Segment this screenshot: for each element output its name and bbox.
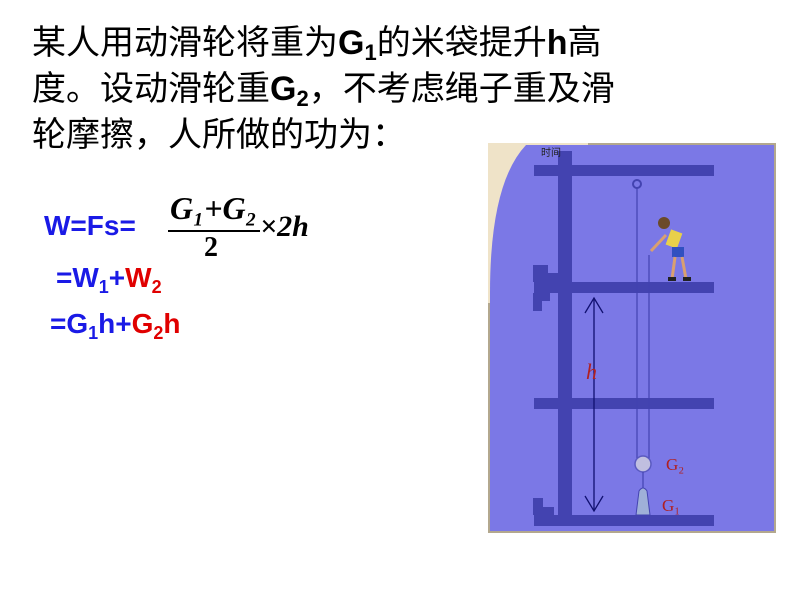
ground-floor [534,515,714,526]
bag-weight-label: G₁ [662,496,680,515]
person-icon [649,217,691,281]
height-label: h [586,359,597,384]
problem-text: 某人用动滑轮将重为G1的米袋提升h高 度。设动滑轮重G2，不考虑绳子重及滑 轮摩… [32,20,732,158]
top-floor [534,165,714,176]
stairs-bottom [533,498,554,515]
pulley-weight-label: G₂ [666,455,684,474]
scene-background [490,145,774,531]
problem-line-1: 某人用动滑轮将重为G1的米袋提升h高 [32,23,602,65]
equation-g1h-plus-g2h: =G1h+G2h [50,308,181,343]
rice-bag-icon [635,487,651,516]
fraction-denominator: 2 [204,232,218,263]
pulley-illustration: h G₂ G₁ [488,143,776,533]
problem-line-2: 度。设动滑轮重G2，不考虑绳子重及滑 [32,69,615,111]
height-arrow-head-down [584,495,604,513]
building-column [558,151,572,523]
equation-work-label: W=Fs= [44,210,136,241]
fraction-formula: G₁+G₂ 2 ×2h [160,190,320,270]
problem-line-3: 轮摩擦，人所做的功为： [32,115,406,155]
equation-w1-plus-w2: =W1+W2 [56,262,162,297]
stairs-upper [533,265,558,282]
movable-pulley-icon [634,455,652,473]
fraction-numerator: G₁+G₂ [170,190,257,226]
upper-floor [534,282,714,293]
fraction-multiplier: ×2h [260,210,309,243]
middle-floor [534,398,714,409]
height-arrow-head-up [584,296,604,314]
stairs-upper-lower [533,293,550,311]
time-label: 时间 [541,148,561,159]
fraction-bar [168,230,260,232]
